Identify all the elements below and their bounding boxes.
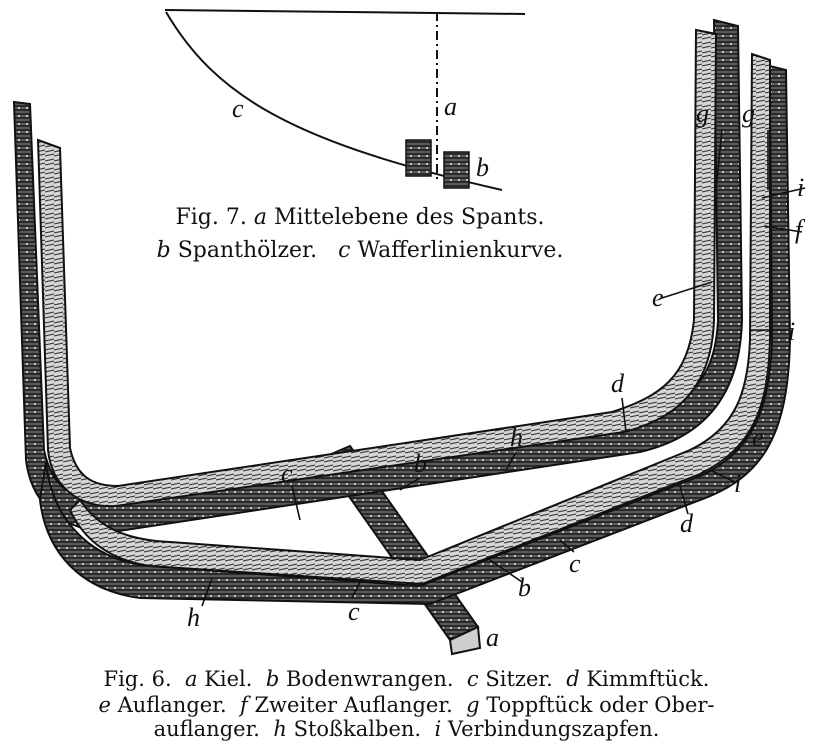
fig6-caption-text-b: Bodenwrangen. — [285, 667, 454, 691]
fig6-caption-text-g: Toppftück oder Ober- — [486, 693, 715, 717]
fig6-caption-key-a: a — [185, 667, 198, 691]
fig6-keel-end — [448, 625, 482, 656]
fig6-leader-lines — [201, 129, 806, 607]
fig7-caption-line2: b Spanthölzer. c Wafferlinienkurve. — [110, 238, 610, 264]
fig6-label-c3: c — [348, 597, 360, 626]
fig6-caption-key-f: f — [239, 693, 248, 717]
fig6-caption-text-e: Auflanger. — [117, 693, 227, 717]
fig6-label-i1: i — [797, 173, 804, 202]
fig7-caption-prefix: Fig. 7. — [175, 205, 247, 230]
fig6-label-i3: i — [734, 469, 741, 498]
fig6-label-c1: c — [281, 459, 293, 488]
fig6-label-c2: c — [569, 549, 581, 578]
fig6-caption-key-h: h — [273, 717, 287, 741]
fig6-label-h1: h — [510, 423, 523, 452]
fig6-caption-prefix: Fig. 6. — [103, 667, 172, 691]
fig7-caption-text-a: Mittelebene des Spants. — [273, 205, 545, 230]
fig6-label-f: f — [795, 215, 806, 244]
fig7-caption-line1: Fig. 7. a Mittelebene des Spants. — [110, 205, 610, 231]
fig6-caption-key-c: c — [466, 667, 479, 691]
fig6-caption-text-d: Kimmftück. — [586, 667, 710, 691]
fig6-label-b1: b — [414, 449, 427, 478]
fig6-label-i2: i — [788, 317, 795, 346]
fig6-label-g2: g — [742, 99, 755, 128]
fig6-caption-line1: Fig. 6. a Kiel. b Bodenwrangen. c Sitzer… — [4, 666, 809, 692]
fig6-label-g1: g — [696, 99, 709, 128]
fig7-frame-timber-left — [405, 139, 432, 177]
fig6-label-e2: e — [752, 423, 764, 452]
fig7-top-line — [164, 9, 526, 15]
fig6-label-d2: d — [680, 509, 694, 538]
fig6-caption-line3: auflanger. h Stoßkalben. i Verbindungsza… — [4, 716, 809, 742]
fig6-caption-key-e: e — [98, 693, 111, 717]
fig6-label-e1: e — [652, 283, 664, 312]
fig6-caption-key-g: g — [466, 693, 480, 717]
fig6-label-h2: h — [187, 603, 200, 632]
fig7-caption-text-c: Wafferlinienkurve. — [357, 238, 564, 263]
fig6-caption-key-i: i — [434, 717, 442, 741]
fig7-diagram: c a b — [164, 9, 526, 191]
fig6-caption-key-b: b — [265, 667, 280, 691]
fig6-caption-line2: e Auflanger. f Zweiter Auflanger. g Topp… — [4, 692, 809, 718]
fig6-front-frame-top — [68, 52, 771, 586]
fig7-caption-text-b: Spanthölzer. — [177, 238, 318, 263]
fig6-front-frame — [38, 64, 792, 606]
fig7-label-c: c — [232, 94, 244, 123]
fig7-caption-key-b: b — [156, 238, 171, 263]
fig7-caption-key-c: c — [338, 238, 351, 263]
fig6-label-d1: d — [611, 369, 625, 398]
fig7-label-a: a — [444, 92, 457, 121]
fig6-caption-key-d: d — [566, 667, 580, 691]
fig6-caption-text-f: Zweiter Auflanger. — [254, 693, 453, 717]
fig6-caption-text-a: Kiel. — [204, 667, 253, 691]
fig6-diagram: g g i f e i d h e b c i d c b c h a — [12, 18, 806, 656]
fig6-caption-text-g-cont: auflanger. — [153, 717, 260, 741]
fig6-rear-frame-inner — [36, 28, 718, 508]
fig6-caption-text-c: Sitzer. — [485, 667, 553, 691]
fig6-label-a: a — [486, 623, 499, 652]
fig6-label-b2: b — [518, 573, 531, 602]
fig6-caption-text-h: Stoßkalben. — [293, 717, 422, 741]
fig6-caption-text-i: Verbindungszapfen. — [447, 717, 660, 741]
fig7-label-b: b — [476, 153, 489, 182]
fig7-frame-timber-right — [443, 151, 470, 189]
fig7-caption-key-a: a — [253, 205, 267, 230]
